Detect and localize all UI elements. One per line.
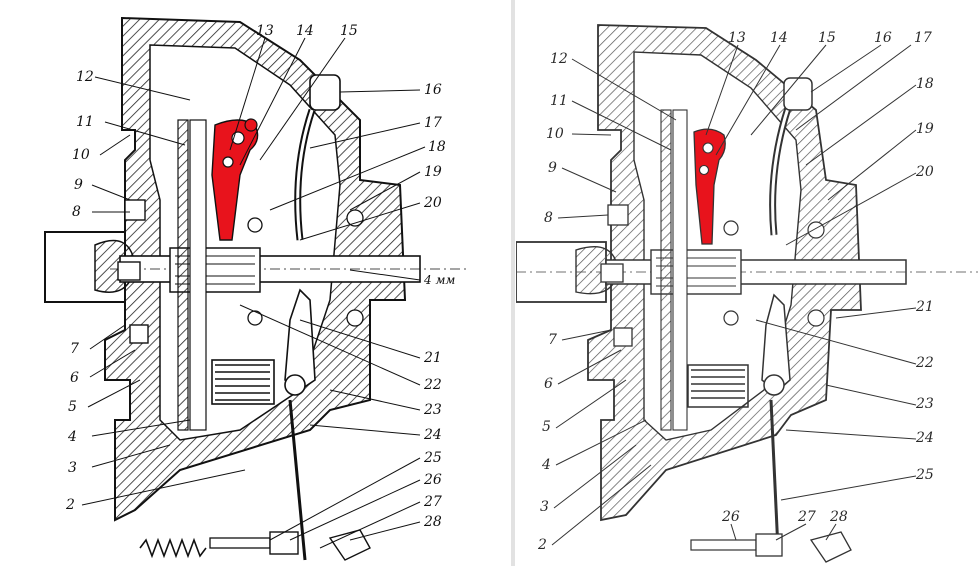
bolt-center bbox=[600, 263, 624, 283]
fork-pivot bbox=[763, 374, 785, 396]
adjusting-nut bbox=[755, 533, 783, 557]
fork-pivot bbox=[284, 374, 306, 396]
callout-15: 15 bbox=[340, 23, 358, 39]
left-drawing bbox=[44, 16, 470, 561]
measurement-label: 4 мм bbox=[424, 273, 456, 287]
friction-disc bbox=[177, 119, 189, 431]
bolt-upper bbox=[124, 199, 146, 221]
callout-9: 9 bbox=[74, 177, 83, 193]
clevis bbox=[809, 531, 852, 563]
bolt-lower bbox=[613, 327, 633, 347]
callout-14: 14 bbox=[296, 23, 314, 39]
callout-25: 25 bbox=[916, 467, 934, 483]
callout-11: 11 bbox=[76, 114, 94, 130]
callout-2: 2 bbox=[66, 497, 75, 513]
callout-20: 20 bbox=[916, 164, 934, 180]
callout-27: 27 bbox=[424, 494, 442, 510]
callout-4: 4 bbox=[542, 457, 551, 473]
right-clutch-diagram: 2 3 4 5 6 7 8 9 10 11 12 13 14 15 16 17 … bbox=[516, 0, 978, 566]
callout-2: 2 bbox=[538, 537, 547, 553]
callout-10: 10 bbox=[546, 126, 564, 142]
bearing-ball-1 bbox=[346, 209, 364, 227]
pressure-spring bbox=[211, 359, 275, 405]
bearing-ball-4 bbox=[247, 310, 263, 326]
callout-6: 6 bbox=[70, 370, 79, 386]
bearing-ball-2 bbox=[346, 309, 364, 327]
callout-24: 24 bbox=[424, 427, 442, 443]
callout-19: 19 bbox=[916, 121, 934, 137]
callout-4: 4 bbox=[68, 429, 77, 445]
pressure-spring bbox=[687, 364, 749, 408]
linkage-rod bbox=[288, 399, 307, 561]
callout-15: 15 bbox=[818, 30, 836, 46]
callout-26: 26 bbox=[722, 509, 740, 525]
callout-5: 5 bbox=[68, 399, 77, 415]
callout-16: 16 bbox=[874, 30, 892, 46]
return-spring bbox=[139, 537, 207, 559]
pressure-plate bbox=[189, 119, 207, 431]
callout-7: 7 bbox=[70, 341, 79, 357]
callout-21: 21 bbox=[916, 299, 934, 315]
callout-21: 21 bbox=[424, 350, 442, 366]
callout-16: 16 bbox=[424, 82, 442, 98]
bearing-ball-3 bbox=[723, 220, 739, 236]
bearing-ball-1 bbox=[807, 221, 825, 239]
callout-13: 13 bbox=[256, 23, 274, 39]
bearing-ball-4 bbox=[723, 310, 739, 326]
bolt-upper bbox=[607, 204, 629, 226]
bearing-ball-3 bbox=[247, 217, 263, 233]
callout-7: 7 bbox=[548, 332, 557, 348]
callout-17: 17 bbox=[914, 30, 932, 46]
callout-26: 26 bbox=[424, 472, 442, 488]
callout-22: 22 bbox=[916, 355, 934, 371]
callout-28: 28 bbox=[424, 514, 442, 530]
pressure-plate bbox=[672, 109, 688, 431]
callout-22: 22 bbox=[424, 377, 442, 393]
callout-5: 5 bbox=[542, 419, 551, 435]
callout-24: 24 bbox=[916, 430, 934, 446]
linkage-rod bbox=[769, 399, 780, 551]
callout-11: 11 bbox=[550, 93, 568, 109]
callout-10: 10 bbox=[72, 147, 90, 163]
callout-12: 12 bbox=[76, 69, 94, 85]
friction-disc bbox=[660, 109, 672, 431]
callout-14: 14 bbox=[770, 30, 788, 46]
callout-28: 28 bbox=[830, 509, 848, 525]
left-clutch-diagram: 2 3 4 5 6 7 8 9 10 11 12 13 14 15 16 17 … bbox=[44, 16, 470, 561]
callout-12: 12 bbox=[550, 51, 568, 67]
callout-23: 23 bbox=[916, 396, 934, 412]
callout-27: 27 bbox=[798, 509, 816, 525]
grease-fitting bbox=[309, 74, 341, 111]
callout-20: 20 bbox=[424, 195, 442, 211]
bearing-ball-2 bbox=[807, 309, 825, 327]
release-lever-highlight bbox=[211, 119, 259, 241]
callout-8: 8 bbox=[72, 204, 81, 220]
adjusting-rod bbox=[690, 539, 757, 551]
grease-fitting bbox=[783, 77, 813, 111]
callout-13: 13 bbox=[728, 30, 746, 46]
callout-3: 3 bbox=[68, 460, 77, 476]
bolt-center bbox=[117, 261, 141, 281]
callout-25: 25 bbox=[424, 450, 442, 466]
callout-9: 9 bbox=[548, 160, 557, 176]
callout-23: 23 bbox=[424, 402, 442, 418]
adjusting-rod bbox=[209, 537, 271, 549]
adjusting-nut bbox=[269, 531, 299, 555]
callout-19: 19 bbox=[424, 164, 442, 180]
callout-8: 8 bbox=[544, 210, 553, 226]
callout-3: 3 bbox=[540, 499, 549, 515]
callout-18: 18 bbox=[428, 139, 446, 155]
panel-divider bbox=[511, 0, 515, 566]
bolt-lower bbox=[129, 324, 149, 344]
callout-17: 17 bbox=[424, 115, 442, 131]
callout-18: 18 bbox=[916, 76, 934, 92]
callout-6: 6 bbox=[544, 376, 553, 392]
right-drawing bbox=[516, 24, 978, 563]
